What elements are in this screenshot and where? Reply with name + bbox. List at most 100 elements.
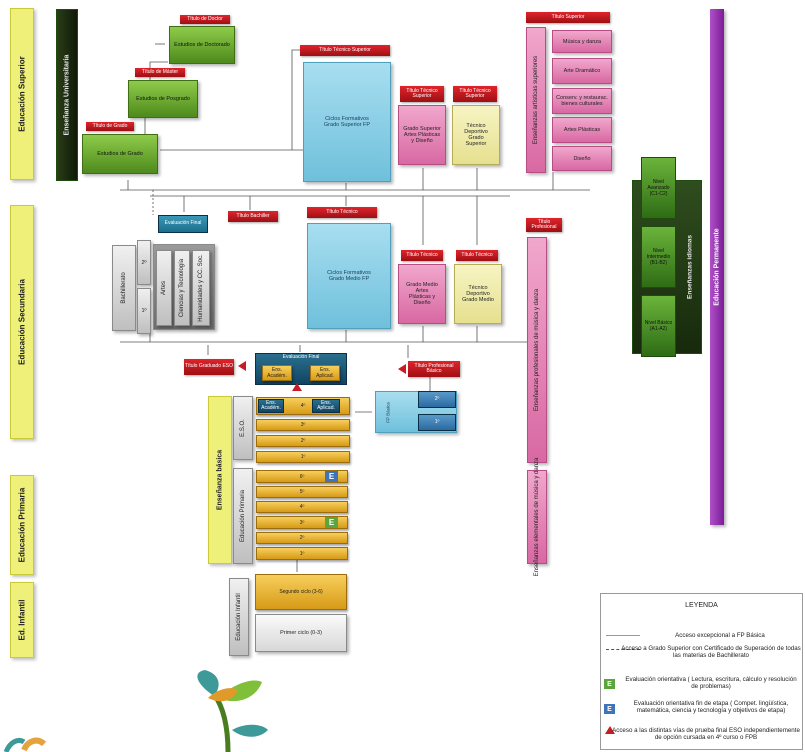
eso-ens-academ-4: Ens. Académ. [258,399,284,413]
stage-label-superior: Educación Superior [17,56,27,132]
deportivo-superior-box: Técnico Deportivo Grado Superior [452,105,500,165]
artisticas-bar: Enseñanzas artísticas superiores [526,27,546,173]
stage-label-secundaria: Educación Secundaria [17,279,27,365]
grado-box: Estudios de Grado [82,134,158,174]
bachillerato-course-1: 1º [137,288,151,334]
profesional-label: Enseñanzas profesionales de música y dan… [534,288,540,412]
bachillerato-evaluacion: Evaluación Final [158,215,208,233]
titulo-profesional: Título Profesional [526,218,562,232]
stage-label-primaria: Educación Primaria [17,487,27,563]
titulo-profesional-basico: Título Profesional Básico [408,361,460,377]
primaria-label: Educación Primaria [240,489,246,543]
artes-medio-box: Grado Medio Artes Plásticas y Diseño [398,264,446,324]
stage-label-infantil: Ed. Infantil [17,599,27,641]
artisticas-item-0: Música y danza [552,30,612,53]
primaria-course-4: 4º [256,501,348,513]
legend-item-0: Acceso excepcional a FP Básica [675,632,765,639]
legend-dashed-line [606,649,640,650]
ensenanza-basica-bar: Enseñanza básica [208,396,232,564]
artisticas-item-3: Artes Plásticas [552,117,612,143]
titulo-doctor: Título de Doctor [180,15,230,24]
legend-item-3: Evaluación orientativa fin de etapa ( Co… [633,700,789,715]
legend-item-4: Acceso a las distintas vías de prueba fi… [612,727,800,742]
eso-label: E.S.O. [240,419,246,437]
bachillerato-bar: Bachillerato [112,245,136,331]
eso-course-2: 2º [256,435,350,447]
legend-panel [600,593,803,750]
primaria-course-2: 2º [256,532,348,544]
titulo-tecnico-deportivo: Título Técnico [456,250,498,261]
fpb-course-2: 2º [418,391,456,408]
titulo-tecnico-artes: Título Técnico [401,250,443,261]
profesional-bar: Enseñanzas profesionales de música y dan… [527,237,547,463]
idiomas-level-1: Nivel Intermedio (B1-B2) [641,226,676,288]
artisticas-item-4: Diseño [552,146,612,171]
primaria-course-5: 5º [256,486,348,498]
titulo-tecnico-superior-deportivo: Título Técnico Superior [453,86,497,102]
modalidad-ciencias: Ciencias y Tecnología [174,250,190,326]
graduado-triangle [238,361,246,371]
legend-item-1: Acceso a Grado Superior con Certificado … [621,645,801,660]
evaluacion-fin-etapa-badge: E [325,471,338,482]
legend-green-badge: E [604,679,615,689]
primaria-course-1: 1º [256,547,348,560]
sprout-logo [3,670,268,752]
legend-item-2: Evaluación orientativa ( Lectura, escrit… [625,676,797,691]
infantil-segundo-ciclo: Segundo ciclo (3-6) [255,574,347,610]
idiomas-bar: Enseñanzas idiomas [681,184,699,350]
idiomas-level-0: Nivel Avanzado (C1-C2) [641,157,676,219]
bachillerato-course-2: 2º [137,240,151,285]
artisticas-item-1: Arte Dramático [552,58,612,84]
fpb-triangle [398,364,406,374]
titulo-tecnico-superior-artes: Título Técnico Superior [400,86,444,102]
titulo-tecnico-fp: Título Técnico [307,207,377,218]
eso-ens-aplicad-top: Ens. Aplicad. [310,365,340,381]
elemental-label: Enseñanzas elementales de música y danza [534,457,540,577]
infantil-label: Educación Infantil [236,593,242,641]
titulo-graduado-eso: Título Graduado ESO [184,359,234,375]
eso-access-triangle [292,383,302,391]
fpb-label: FP Básica [385,401,391,423]
bachillerato-label: Bachillerato [121,272,127,304]
idiomas-level-2: Nivel Básico (A1-A2) [641,295,676,357]
legend-blue-badge: E [604,704,615,714]
modalidad-artes: Artes [156,250,172,326]
stage-label-permanente: Educación Permanente [713,228,721,306]
elemental-bar: Enseñanzas elementales de música y danza [527,458,547,576]
infantil-primer-ciclo: Primer ciclo (0-3) [255,614,347,652]
university-bar: Enseñanza Universitaria [56,9,78,181]
titulo-master: Título de Máster [135,68,185,77]
primaria-bar: Educación Primaria [233,468,253,564]
legend-triangle [605,726,615,734]
infantil-bar: Educación Infantil [229,578,249,656]
eso-evaluacion-label: Evaluación Final [282,354,320,360]
stage-bar-primaria: Educación Primaria [10,475,34,575]
eso-course-1: 1º [256,451,350,463]
eso-ens-academ-top: Ens. Académ. [262,365,292,381]
artisticas-item-2: Conserv. y restaurac. bienes culturales [552,88,612,114]
fp-medio-box: Ciclos Formativos Grado Medio FP [307,223,391,329]
university-label: Enseñanza Universitaria [63,54,71,136]
legend-title: LEYENDA [685,602,718,609]
artisticas-label: Enseñanzas artísticas superiores [533,55,539,145]
titulo-superior: Título Superior [526,12,610,23]
ensenanza-basica-label: Enseñanza básica [216,449,224,511]
legend-solid-line [606,635,640,636]
titulo-grado: Título de Grado [86,122,134,131]
titulo-tecnico-superior-fp: Título Técnico Superior [300,45,390,56]
artes-superior-box: Grado Superior Artes Plásticas y Diseño [398,105,446,165]
stage-bar-infantil: Ed. Infantil [10,582,34,658]
stage-bar-secundaria: Educación Secundaria [10,205,34,439]
deportivo-medio-box: Técnico Deportivo Grado Medio [454,264,502,324]
evaluacion-orientativa-badge: E [325,517,338,528]
eso-bar: E.S.O. [233,396,253,460]
idiomas-label: Enseñanzas idiomas [686,235,694,299]
doctorado-box: Estudios de Doctorado [169,26,235,64]
stage-bar-superior: Educación Superior [10,8,34,180]
eso-ens-aplicad-4: Ens. Aplicad. [312,399,340,413]
modalidad-humanidades: Humanidades y CC. Soc. [192,250,210,326]
fp-superior-box: Ciclos Formativos Grado Superior FP [303,62,391,182]
stage-bar-permanente: Educación Permanente [710,9,724,525]
fpb-course-1: 1º [418,414,456,431]
